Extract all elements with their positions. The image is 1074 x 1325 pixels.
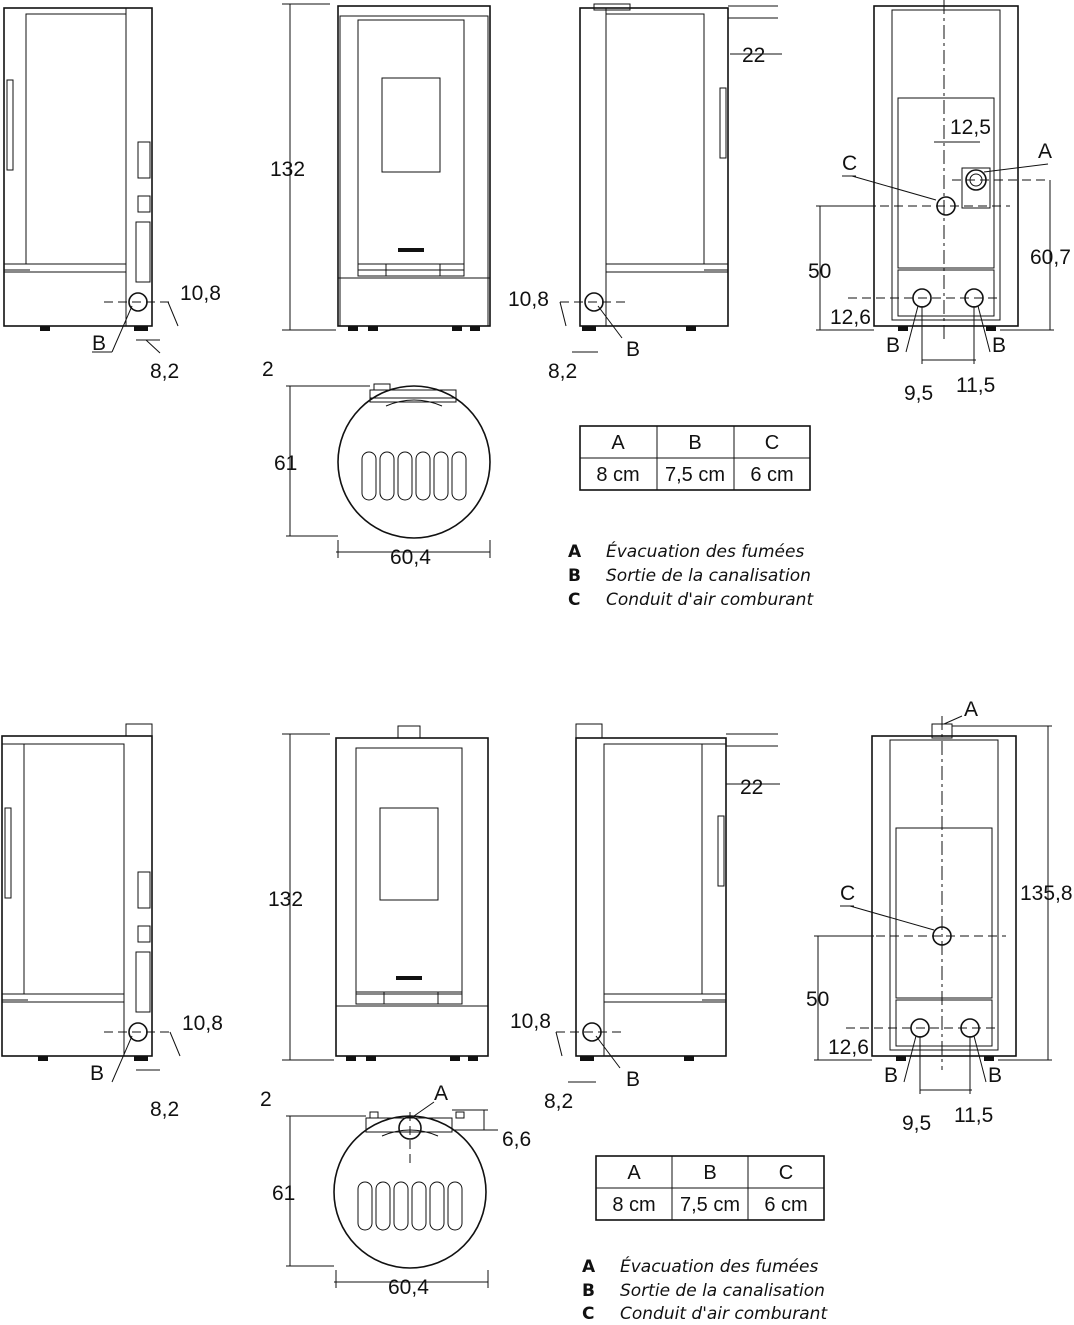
bottom-right-side-view — [555, 723, 780, 1083]
top-table-value-b: 7,5 cm — [665, 464, 725, 486]
bottom-side-left-horiz-dim: 8,2 — [150, 1098, 179, 1121]
bottom-back-tag-a: A — [964, 698, 978, 721]
top-side-right-vert-dim: 10,8 — [508, 288, 549, 311]
bottom-plan-offset-dim: 2 — [260, 1088, 272, 1111]
bottom-legend-text-b: Sortie de la canalisation — [620, 1281, 825, 1301]
bottom-legend-key-b: B — [582, 1281, 595, 1301]
top-table-header-a: A — [611, 432, 625, 454]
bottom-left-side-view — [1, 723, 181, 1083]
bottom-diameter-table: A B C 8 cm 7,5 cm 6 cm — [595, 1155, 825, 1221]
bottom-table-header-a: A — [627, 1162, 641, 1184]
bottom-table-value-a: 8 cm — [612, 1194, 655, 1216]
top-plan-width-dim: 60,4 — [390, 546, 431, 569]
top-legend-key-c: C — [568, 590, 580, 610]
top-right-side-view — [559, 3, 782, 353]
top-legend-text-b: Sortie de la canalisation — [606, 566, 811, 586]
bottom-back-dim-12-6: 12,6 — [828, 1036, 869, 1059]
bottom-table-value-b: 7,5 cm — [680, 1194, 740, 1216]
bottom-back-dim-11-5: 11,5 — [954, 1104, 993, 1127]
top-side-right-tag-b: B — [626, 338, 640, 361]
bottom-back-tag-b-left: B — [884, 1064, 898, 1087]
top-legend-text-c: Conduit d'air comburant — [606, 590, 814, 610]
top-side-left-tag-b: B — [92, 332, 106, 355]
top-plan-depth-dim: 61 — [274, 452, 297, 475]
bottom-legend-text-c: Conduit d'air comburant — [620, 1304, 828, 1324]
top-table-header-b: B — [688, 432, 701, 454]
bottom-plan-depth-dim: 61 — [272, 1182, 295, 1205]
top-table-value-a: 8 cm — [596, 464, 639, 486]
top-side-right-horiz-dim: 8,2 — [548, 360, 577, 383]
bottom-back-dim-135-8: 135,8 — [1020, 882, 1073, 905]
top-back-dim-12-6: 12,6 — [830, 306, 871, 329]
bottom-plan-view — [286, 1101, 498, 1288]
top-front-height-dim: 132 — [270, 158, 305, 181]
top-drawing-set: 10,8 8,2 B 132 22 10,8 8,2 B 2 61 60,4 A… — [3, 0, 1071, 610]
bottom-back-tag-b-right: B — [988, 1064, 1002, 1087]
top-back-dim-50: 50 — [808, 260, 831, 283]
top-front-view — [282, 3, 491, 331]
bottom-table-header-c: C — [779, 1162, 793, 1184]
top-diameter-table: A B C 8 cm 7,5 cm 6 cm — [579, 425, 811, 491]
bottom-side-right-horiz-dim: 8,2 — [544, 1090, 573, 1113]
top-back-dim-12-5: 12,5 — [950, 116, 991, 139]
top-side-left-horiz-dim: 8,2 — [150, 360, 179, 383]
bottom-table-value-c: 6 cm — [764, 1194, 807, 1216]
top-back-tag-a: A — [1038, 140, 1052, 163]
top-plan-offset-dim: 2 — [262, 358, 274, 381]
bottom-side-right-depth-dim: 22 — [740, 776, 763, 799]
bottom-plan-tag-a: A — [434, 1082, 448, 1105]
top-back-view — [816, 0, 1054, 364]
bottom-side-left-tag-b: B — [90, 1062, 104, 1085]
top-left-side-view — [3, 7, 179, 354]
bottom-back-dim-9-5: 9,5 — [902, 1112, 931, 1135]
top-back-tag-c: C — [842, 152, 857, 175]
bottom-legend-key-a: A — [582, 1257, 596, 1277]
top-legend: A Évacuation des fumées B Sortie de la c… — [568, 540, 814, 610]
bottom-table-header-b: B — [703, 1162, 716, 1184]
top-back-dim-11-5: 11,5 — [956, 374, 995, 397]
bottom-legend-key-c: C — [582, 1304, 594, 1324]
bottom-plan-width-dim: 60,4 — [388, 1276, 429, 1299]
top-table-value-c: 6 cm — [750, 464, 793, 486]
bottom-back-view — [814, 715, 1052, 1094]
top-back-dim-9-5: 9,5 — [904, 382, 933, 405]
top-table-header-c: C — [765, 432, 779, 454]
bottom-side-right-tag-b: B — [626, 1068, 640, 1091]
bottom-back-tag-c: C — [840, 882, 855, 905]
top-legend-key-a: A — [568, 542, 582, 562]
top-side-right-depth-dim: 22 — [742, 44, 765, 67]
bottom-legend-text-a: Évacuation des fumées — [620, 1255, 818, 1277]
bottom-front-view — [282, 725, 489, 1061]
top-side-left-vert-dim: 10,8 — [180, 282, 221, 305]
bottom-back-dim-50: 50 — [806, 988, 829, 1011]
top-back-tag-b-right: B — [992, 334, 1006, 357]
bottom-front-height-dim: 132 — [268, 888, 303, 911]
top-back-tag-b-left: B — [886, 334, 900, 357]
bottom-side-right-vert-dim: 10,8 — [510, 1010, 551, 1033]
top-back-dim-60-7: 60,7 — [1030, 246, 1071, 269]
bottom-side-left-vert-dim: 10,8 — [182, 1012, 223, 1035]
bottom-plan-dim-6-6: 6,6 — [502, 1128, 531, 1151]
top-plan-view — [286, 383, 491, 558]
bottom-legend: A Évacuation des fumées B Sortie de la c… — [582, 1255, 828, 1324]
top-legend-key-b: B — [568, 566, 581, 586]
top-legend-text-a: Évacuation des fumées — [606, 540, 804, 562]
bottom-drawing-set: 10,8 8,2 B 132 22 10,8 8,2 B 2 A 6,6 61 … — [1, 698, 1073, 1324]
